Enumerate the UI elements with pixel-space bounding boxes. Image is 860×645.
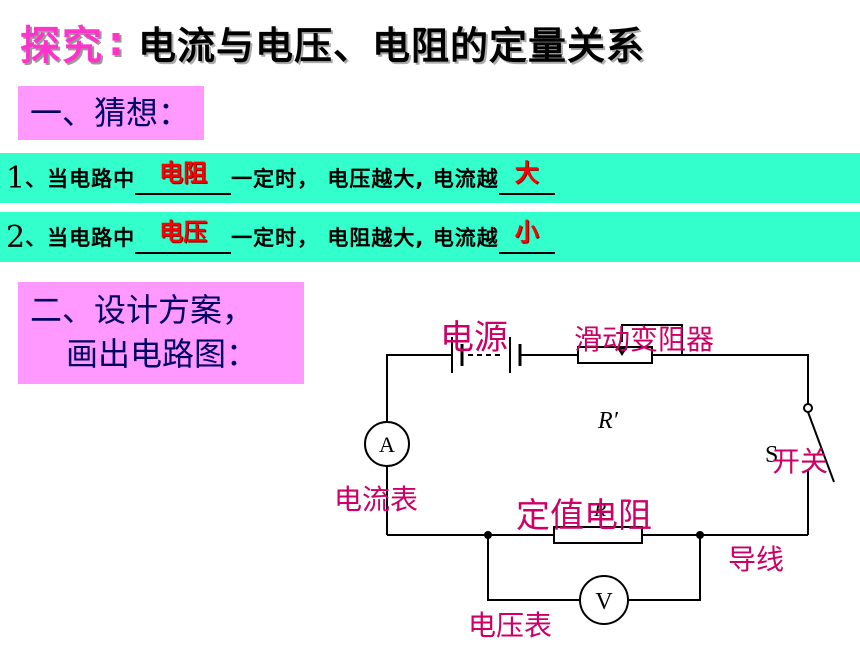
answer-blank: 电压 xyxy=(135,218,232,254)
wire-top-left xyxy=(386,354,452,368)
switch-blade xyxy=(807,411,835,483)
hypothesis-number: 2 xyxy=(6,219,26,255)
answer-blank: 大 xyxy=(498,159,555,195)
label-ammeter: 电流表 xyxy=(334,483,419,516)
junction-dot xyxy=(484,531,492,539)
hypothesis-prefix: 、当电路中 xyxy=(25,226,136,250)
hypothesis-row-2: 2 、当电路中 电压 一定时， 电阻越大, 电流越 小 xyxy=(0,212,860,262)
voltmeter-symbol: V xyxy=(595,589,613,615)
hypothesis-middle: 一定时， 电压越大, 电流越 xyxy=(231,167,499,191)
hypothesis-prefix: 、当电路中 xyxy=(25,167,136,191)
answer-fill: 小 xyxy=(514,218,539,246)
rheostat-body xyxy=(577,346,653,364)
label-resistor: 定值电阻 xyxy=(516,496,652,536)
label-rheostat: 滑动变阻器 xyxy=(574,323,715,356)
hypothesis-number: 1 xyxy=(6,160,26,196)
ammeter-circle xyxy=(364,421,410,467)
answer-blank: 小 xyxy=(498,218,555,254)
answer-fill: 电阻 xyxy=(159,159,208,187)
answer-fill: 电压 xyxy=(159,218,208,246)
title-colon: : xyxy=(108,19,124,65)
hypothesis-middle: 一定时， 电阻越大, 电流越 xyxy=(231,226,499,250)
section2-line1: 二、设计方案， xyxy=(30,291,255,329)
wire-top-right xyxy=(621,324,683,356)
title-main: 电流与电压、电阻的定量关系 xyxy=(138,23,646,68)
title-highlight: 探究 xyxy=(20,23,104,69)
voltmeter-circle xyxy=(579,575,629,625)
switch-contact xyxy=(803,403,813,413)
wire-voltmeter-right xyxy=(628,535,701,601)
battery-symbol xyxy=(451,337,522,373)
rheostat-symbol: R′ xyxy=(597,408,619,434)
wire-voltmeter-left xyxy=(487,535,580,601)
resistor-body xyxy=(553,526,643,544)
section2-heading: 二、设计方案， 画出电路图： xyxy=(18,282,304,384)
resistor-symbol: R xyxy=(593,499,606,521)
rheostat-slider-arrow xyxy=(617,348,627,356)
wire-right xyxy=(682,354,809,408)
label-voltmeter: 电压表 xyxy=(468,609,553,642)
section2-line2: 画出电路图： xyxy=(66,335,259,373)
label-switch: 开关 xyxy=(772,445,829,478)
ammeter-symbol: A xyxy=(379,432,395,457)
switch-symbol: S xyxy=(765,442,778,468)
slide-title: 探究 : 电流与电压、电阻的定量关系 xyxy=(20,12,645,72)
answer-fill: 大 xyxy=(514,159,539,187)
answer-blank: 电阻 xyxy=(135,159,232,195)
label-power-source: 电源 xyxy=(440,318,508,358)
label-wire: 导线 xyxy=(728,543,785,576)
section1-heading: 一、猜想： xyxy=(18,86,204,140)
junction-dot xyxy=(696,531,704,539)
hypothesis-row-1: 1 、当电路中 电阻 一定时， 电压越大, 电流越 大 xyxy=(0,153,860,203)
